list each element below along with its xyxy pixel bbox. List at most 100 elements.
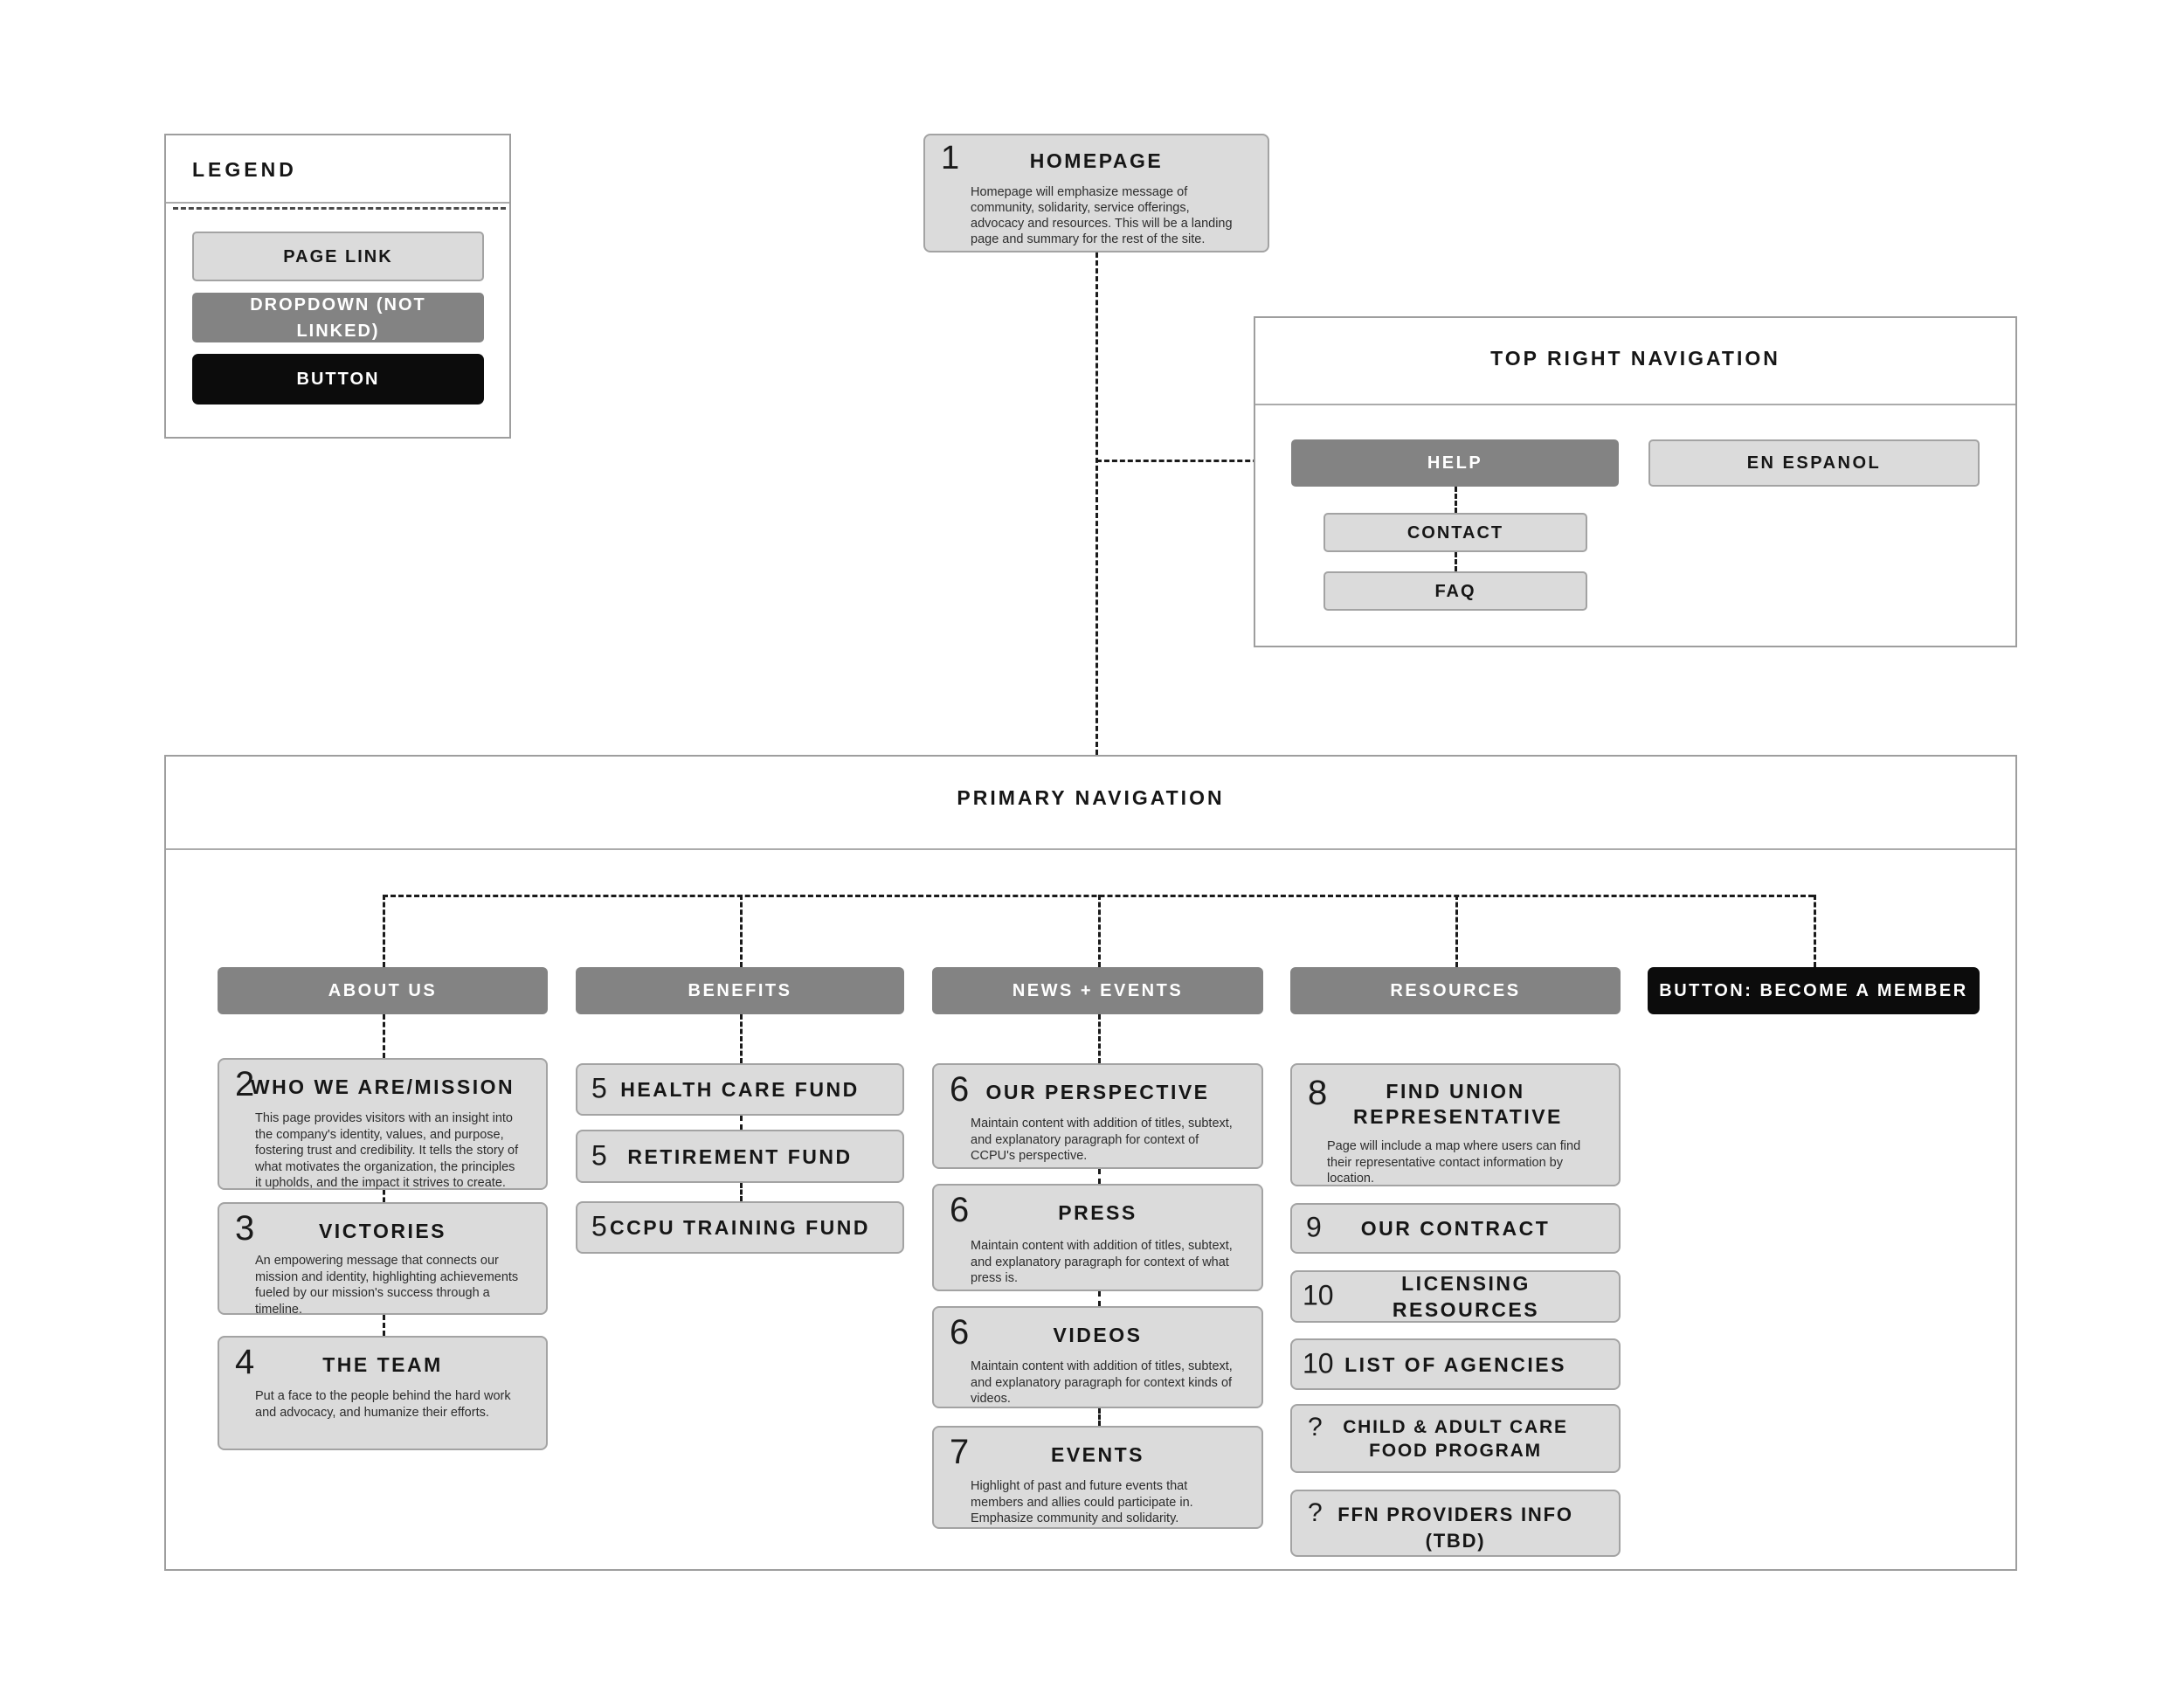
page-title: OUR PERSPECTIVE [985,1081,1210,1103]
connector [1455,895,1458,967]
page-title: VICTORIES [318,1220,447,1242]
page-contact-label: CONTACT [1406,522,1504,543]
page-number: 10 [1303,1346,1334,1379]
legend-button-sample: BUTTON [192,354,484,405]
page-title: FIND UNION REPRESENTATIVE [1353,1080,1563,1128]
dropdown-resources[interactable]: RESOURCES [1290,967,1621,1014]
connector [1455,487,1457,513]
dropdown-resources-label: RESOURCES [1390,980,1521,1000]
page-number: 8 [1308,1074,1328,1112]
page-title: THE TEAM [322,1353,443,1376]
connector [1098,1408,1101,1426]
page-faq-label: FAQ [1434,581,1476,601]
page-number: 5 [591,1138,607,1171]
page-en-espanol[interactable]: EN ESPANOL [1648,439,1980,487]
page-description: Highlight of past and future events that… [971,1479,1193,1525]
dropdown-benefits[interactable]: BENEFITS [576,967,904,1014]
top-right-nav-panel: TOP RIGHT NAVIGATION HELP EN ESPANOL CON… [1254,316,2017,647]
connector [1814,895,1816,967]
page-description: Page will include a map where users can … [1327,1139,1581,1186]
dropdown-news-events-label: NEWS + EVENTS [1012,980,1184,1000]
page-ffn-providers-info[interactable]: ? FFN PROVIDERS INFO (TBD) [1290,1490,1621,1557]
page-title: FFN PROVIDERS INFO (TBD) [1337,1503,1573,1552]
connector [1098,1014,1101,1063]
legend-page-link-label: PAGE LINK [283,246,393,266]
page-the-team[interactable]: 4 THE TEAM Put a face to the people behi… [218,1336,548,1450]
become-a-member-label: BUTTON: BECOME A MEMBER [1659,980,1968,1000]
dropdown-help[interactable]: HELP [1291,439,1619,487]
page-number: 6 [950,1313,970,1352]
page-description: Maintain content with addition of titles… [971,1239,1233,1285]
page-title: PRESS [1058,1201,1137,1224]
legend-dropdown-sample: DROPDOWN (NOT LINKED) [192,293,484,342]
legend-title: LEGEND [192,158,297,181]
connector [740,895,743,967]
page-list-of-agencies[interactable]: 10 LIST OF AGENCIES [1290,1338,1621,1390]
page-who-we-are-mission[interactable]: 2 WHO WE ARE/MISSION This page provides … [218,1058,548,1190]
primary-nav-divider [166,848,2015,850]
connector [383,895,385,967]
connector [740,1116,743,1130]
page-contact[interactable]: CONTACT [1324,513,1587,552]
connector [1095,252,1098,755]
primary-nav-title: PRIMARY NAVIGATION [957,786,1225,809]
page-victories[interactable]: 3 VICTORIES An empowering message that c… [218,1202,548,1317]
connector [383,1190,385,1202]
page-number: ? [1308,1498,1323,1527]
connector [1098,1291,1101,1306]
page-title: VIDEOS [1053,1324,1143,1346]
page-number: 6 [950,1070,970,1109]
page-description: An empowering message that connects our … [255,1254,519,1317]
page-videos[interactable]: 6 VIDEOS Maintain content with addition … [932,1306,1263,1408]
page-number: 7 [950,1433,970,1471]
page-number: 1 [941,140,960,176]
page-licensing-resources[interactable]: 10 LICENSING RESOURCES [1290,1270,1621,1323]
page-description: This page provides visitors with an insi… [255,1111,519,1190]
page-title: HOMEPAGE [1029,149,1164,172]
page-child-adult-care-food-program[interactable]: ? CHILD & ADULT CARE FOOD PROGRAM [1290,1404,1621,1473]
page-homepage[interactable]: 1 HOMEPAGE Homepage will emphasize messa… [923,134,1269,252]
page-ccpu-training-fund[interactable]: 5 CCPU TRAINING FUND [576,1201,904,1254]
dropdown-about-us[interactable]: ABOUT US [218,967,548,1014]
connector [1096,460,1289,462]
page-health-care-fund[interactable]: 5 HEALTH CARE FUND [576,1063,904,1116]
connector [1098,895,1101,967]
page-number: 5 [591,1210,607,1242]
become-a-member-button[interactable]: BUTTON: BECOME A MEMBER [1648,967,1980,1014]
page-description: Maintain content with addition of titles… [971,1359,1233,1406]
page-title: WHO WE ARE/MISSION [250,1075,515,1098]
connector [740,1014,743,1063]
page-retirement-fund[interactable]: 5 RETIREMENT FUND [576,1130,904,1183]
connector [383,1014,385,1058]
page-title: EVENTS [1050,1443,1145,1466]
dropdown-help-label: HELP [1427,453,1483,473]
page-our-contract[interactable]: 9 OUR CONTRACT [1290,1203,1621,1254]
page-events[interactable]: 7 EVENTS Highlight of past and future ev… [932,1426,1263,1529]
dropdown-news-events[interactable]: NEWS + EVENTS [932,967,1263,1014]
top-right-nav-title: TOP RIGHT NAVIGATION [1490,347,1780,370]
page-our-perspective[interactable]: 6 OUR PERSPECTIVE Maintain content with … [932,1063,1263,1169]
page-title: CCPU TRAINING FUND [610,1216,870,1239]
legend-dashed-line-sample [173,207,506,210]
connector [740,1183,743,1201]
page-number: 4 [235,1343,255,1381]
page-description: Put a face to the people behind the hard… [255,1389,511,1420]
legend-page-link-sample: PAGE LINK [192,232,484,281]
top-right-nav-divider [1255,404,2015,405]
page-en-espanol-label: EN ESPANOL [1746,453,1882,473]
page-number: 3 [235,1209,255,1248]
page-number: 6 [950,1191,970,1229]
page-find-union-representative[interactable]: 8 FIND UNION REPRESENTATIVE Page will in… [1290,1063,1621,1186]
legend-button-label: BUTTON [296,370,380,389]
page-press[interactable]: 6 PRESS Maintain content with addition o… [932,1184,1263,1291]
connector [1455,552,1457,571]
primary-nav-panel: PRIMARY NAVIGATION ABOUT US BENEFITS NEW… [164,755,2017,1571]
dropdown-benefits-label: BENEFITS [688,980,792,1000]
dropdown-about-us-label: ABOUT US [328,980,438,1000]
page-faq[interactable]: FAQ [1324,571,1587,611]
page-number: 9 [1306,1211,1322,1243]
page-title: LICENSING RESOURCES [1392,1272,1540,1321]
page-number: 5 [591,1072,607,1104]
connector [1098,1169,1101,1184]
